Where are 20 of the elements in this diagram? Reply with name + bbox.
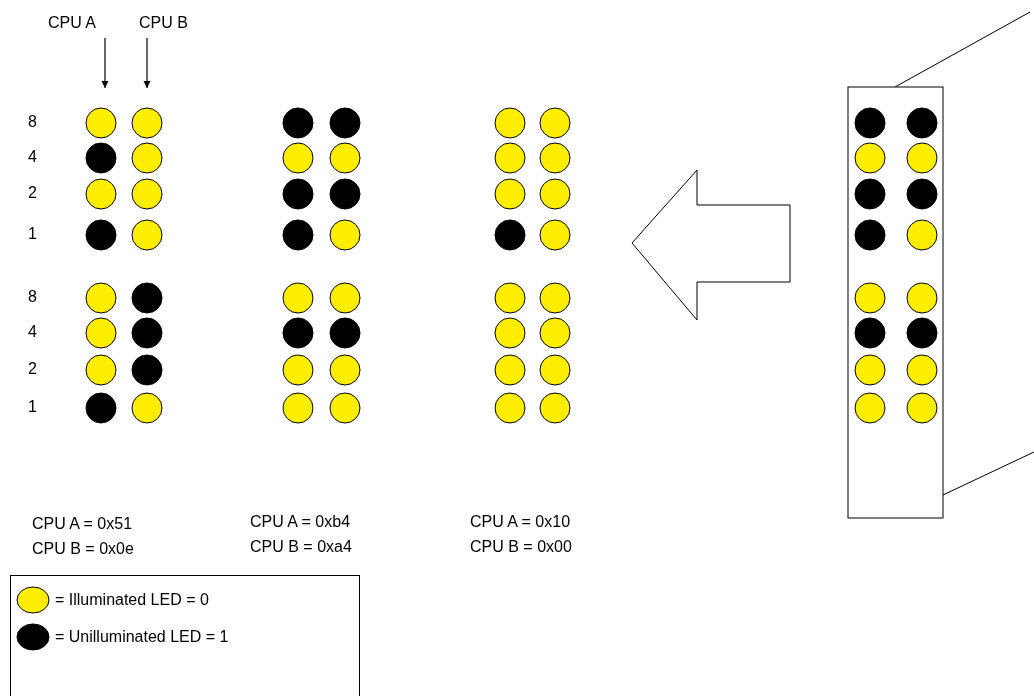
hex-value: CPU B = 0xa4 [250, 538, 352, 556]
hex-value: CPU A = 0x10 [470, 513, 571, 531]
bit-weight: 4 [28, 323, 37, 341]
hex-value: CPU B = 0x0e [32, 540, 134, 558]
bit-weight: 8 [28, 113, 37, 131]
cpu-label: CPU B [139, 14, 188, 32]
cpu-label: CPU A [48, 14, 96, 32]
hex-value: CPU A = 0xb4 [250, 513, 351, 531]
leader-arrow [143, 37, 151, 89]
bit-weight: 1 [28, 225, 37, 243]
hex-value: CPU B = 0x00 [470, 538, 572, 556]
legend-text: = Unilluminated LED = 1 [55, 628, 229, 646]
leader-arrow [101, 37, 109, 89]
legend-text: = Illuminated LED = 0 [55, 591, 209, 609]
hex-value: CPU A = 0x51 [32, 515, 133, 533]
bit-weight: 4 [28, 148, 37, 166]
bit-weight: 8 [28, 288, 37, 306]
bit-weight: 2 [28, 360, 37, 378]
bit-weight: 2 [28, 184, 37, 202]
bit-weight: 1 [28, 398, 37, 416]
